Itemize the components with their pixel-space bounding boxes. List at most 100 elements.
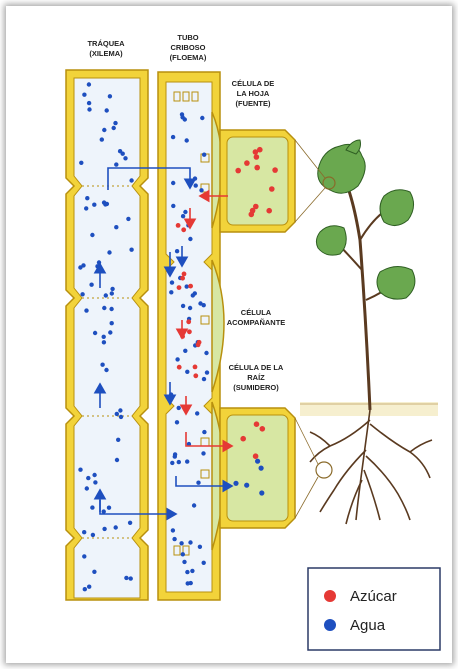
label-celula-acompanante: CÉLULA ACOMPAÑANTE <box>227 308 286 327</box>
water-dot <box>107 506 111 510</box>
water-dot <box>204 351 208 355</box>
water-dot <box>188 237 192 241</box>
water-dot <box>175 357 179 361</box>
water-dot <box>129 576 133 580</box>
water-dot <box>244 483 249 488</box>
water-dot <box>175 420 179 424</box>
water-dot <box>79 161 83 165</box>
water-dot <box>185 138 189 142</box>
water-dot <box>103 202 107 206</box>
water-dot <box>185 570 189 574</box>
water-dot <box>186 581 190 585</box>
label-celula-hoja: CÉLULA DE LA HOJA (FUENTE) <box>232 79 275 108</box>
water-dot <box>259 490 264 495</box>
plant-illustration <box>295 140 438 524</box>
water-dot <box>105 108 109 112</box>
water-dot <box>114 162 118 166</box>
leaf-cell-source <box>220 130 295 232</box>
svg-text:TUBO: TUBO <box>177 33 198 42</box>
svg-text:TRÁQUEA: TRÁQUEA <box>87 39 125 48</box>
svg-text:CÉLULA DE LA: CÉLULA DE LA <box>229 363 284 372</box>
water-dot <box>102 128 106 132</box>
water-dot <box>110 291 114 295</box>
sugar-dot <box>260 426 266 432</box>
water-swatch <box>324 619 336 631</box>
sugar-dot <box>253 453 259 459</box>
water-dot <box>171 204 175 208</box>
water-dot <box>182 560 186 564</box>
water-dot <box>185 459 189 463</box>
water-dot <box>191 293 195 297</box>
water-dot <box>233 481 238 486</box>
water-dot <box>84 206 88 210</box>
svg-text:LA HOJA: LA HOJA <box>237 89 270 98</box>
sugar-dot <box>182 272 187 277</box>
water-dot <box>81 263 85 267</box>
water-dot <box>112 126 116 130</box>
water-dot <box>102 306 106 310</box>
water-dot <box>169 290 173 294</box>
water-dot <box>259 466 264 471</box>
water-dot <box>198 545 202 549</box>
water-dot <box>196 481 200 485</box>
water-dot <box>177 406 181 410</box>
water-dot <box>87 101 91 105</box>
water-dot <box>193 176 197 180</box>
water-dot <box>181 304 185 308</box>
leaves <box>316 140 415 299</box>
svg-text:Azúcar: Azúcar <box>350 588 397 605</box>
sugar-dot <box>254 165 260 171</box>
sugar-dot <box>186 319 191 324</box>
water-dot <box>177 460 181 464</box>
water-dot <box>173 452 177 456</box>
water-dot <box>78 468 82 472</box>
water-dot <box>202 377 206 381</box>
legend: Azúcar Agua <box>308 568 440 650</box>
water-dot <box>188 306 192 310</box>
water-dot <box>104 293 108 297</box>
water-dot <box>116 438 120 442</box>
water-dot <box>185 370 189 374</box>
water-dot <box>124 576 128 580</box>
water-dot <box>80 292 84 296</box>
water-dot <box>90 505 94 509</box>
roots <box>310 410 432 524</box>
xylem-vessel <box>66 70 148 600</box>
water-dot <box>90 233 94 237</box>
sieve-tube <box>158 72 220 600</box>
water-dot <box>121 152 125 156</box>
sugar-dot <box>253 204 259 210</box>
water-dot <box>119 415 123 419</box>
sugar-dot <box>176 223 181 228</box>
water-dot <box>114 225 118 229</box>
label-tubo-criboso: TUBO CRIBOSO (FLOEMA) <box>170 33 207 62</box>
water-dot <box>183 117 187 121</box>
water-dot <box>110 321 114 325</box>
sugar-dot <box>177 365 182 370</box>
water-dot <box>89 283 93 287</box>
water-dot <box>102 340 106 344</box>
sugar-dot <box>254 154 260 160</box>
water-dot <box>183 210 187 214</box>
svg-text:(SUMIDERO): (SUMIDERO) <box>233 383 279 392</box>
sugar-dot <box>249 212 255 218</box>
water-dot <box>181 552 185 556</box>
water-dot <box>179 541 183 545</box>
water-dot <box>108 94 112 98</box>
water-dot <box>92 570 96 574</box>
svg-text:CÉLULA: CÉLULA <box>241 308 272 317</box>
water-dot <box>85 196 89 200</box>
water-dot <box>82 530 86 534</box>
water-dot <box>87 585 91 589</box>
water-dot <box>202 561 206 565</box>
water-dot <box>171 528 175 532</box>
water-dot <box>129 178 133 182</box>
water-dot <box>202 153 206 157</box>
water-dot <box>93 480 97 484</box>
svg-text:(FUENTE): (FUENTE) <box>236 99 271 108</box>
sugar-dot <box>240 436 246 442</box>
water-dot <box>83 587 87 591</box>
svg-text:Agua: Agua <box>350 617 386 634</box>
water-dot <box>102 335 106 339</box>
water-dot <box>183 349 187 353</box>
